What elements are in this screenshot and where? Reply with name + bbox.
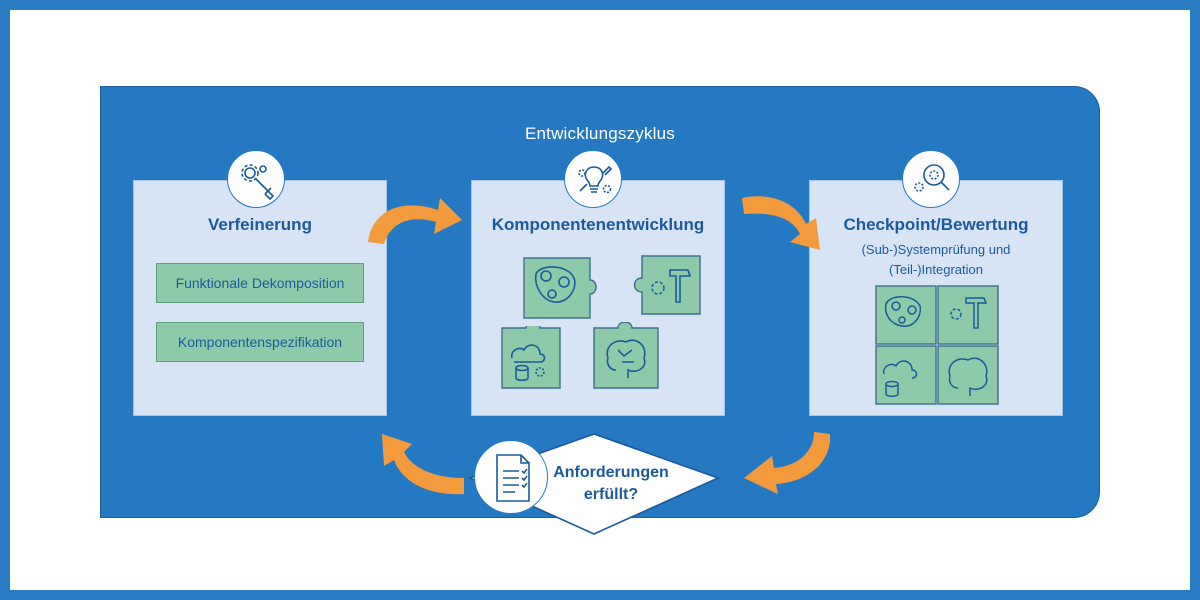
item-label: Komponentenspezifikation xyxy=(177,334,343,350)
arrow-to-checkpoint xyxy=(742,196,820,250)
stage-title: Komponentenentwicklung xyxy=(491,215,705,234)
gear-belt-icon xyxy=(523,257,597,319)
stage-subtitle-line1: (Sub-)Systemprüfung und xyxy=(861,242,1011,257)
brain-circuit-icon xyxy=(593,322,659,389)
gear-hammer-icon xyxy=(633,255,701,315)
stage-verfeinerung: Verfeinerung Funktionale Dekomposition K… xyxy=(133,180,387,416)
cloud-database-icon xyxy=(501,326,561,389)
cycle-title: Entwicklungszyklus xyxy=(524,124,676,143)
stage-title: Verfeinerung xyxy=(208,215,312,234)
wrench-gear-icon xyxy=(227,150,285,208)
decision-line2: erfüllt? xyxy=(583,486,639,503)
stage-title: Checkpoint/Bewertung xyxy=(843,215,1029,234)
assembled-puzzle xyxy=(875,285,999,405)
arrow-to-verfeinerung xyxy=(382,434,464,495)
decision-label: Anforderungen erfüllt? xyxy=(536,462,686,506)
arrow-to-komponentenentwicklung xyxy=(368,198,462,244)
arrow-to-decision xyxy=(744,432,831,494)
pencil-lightbulb-gear-icon xyxy=(564,150,622,208)
item-funktionale-dekomposition: Funktionale Dekomposition xyxy=(156,263,364,303)
stage-subtitle-line2: (Teil-)Integration xyxy=(889,262,983,277)
magnifier-gear-icon xyxy=(902,150,960,208)
checklist-document-icon xyxy=(474,440,548,514)
item-komponentenspezifikation: Komponentenspezifikation xyxy=(156,322,364,362)
decision-line1: Anforderungen xyxy=(553,464,669,481)
item-label: Funktionale Dekomposition xyxy=(175,275,345,291)
